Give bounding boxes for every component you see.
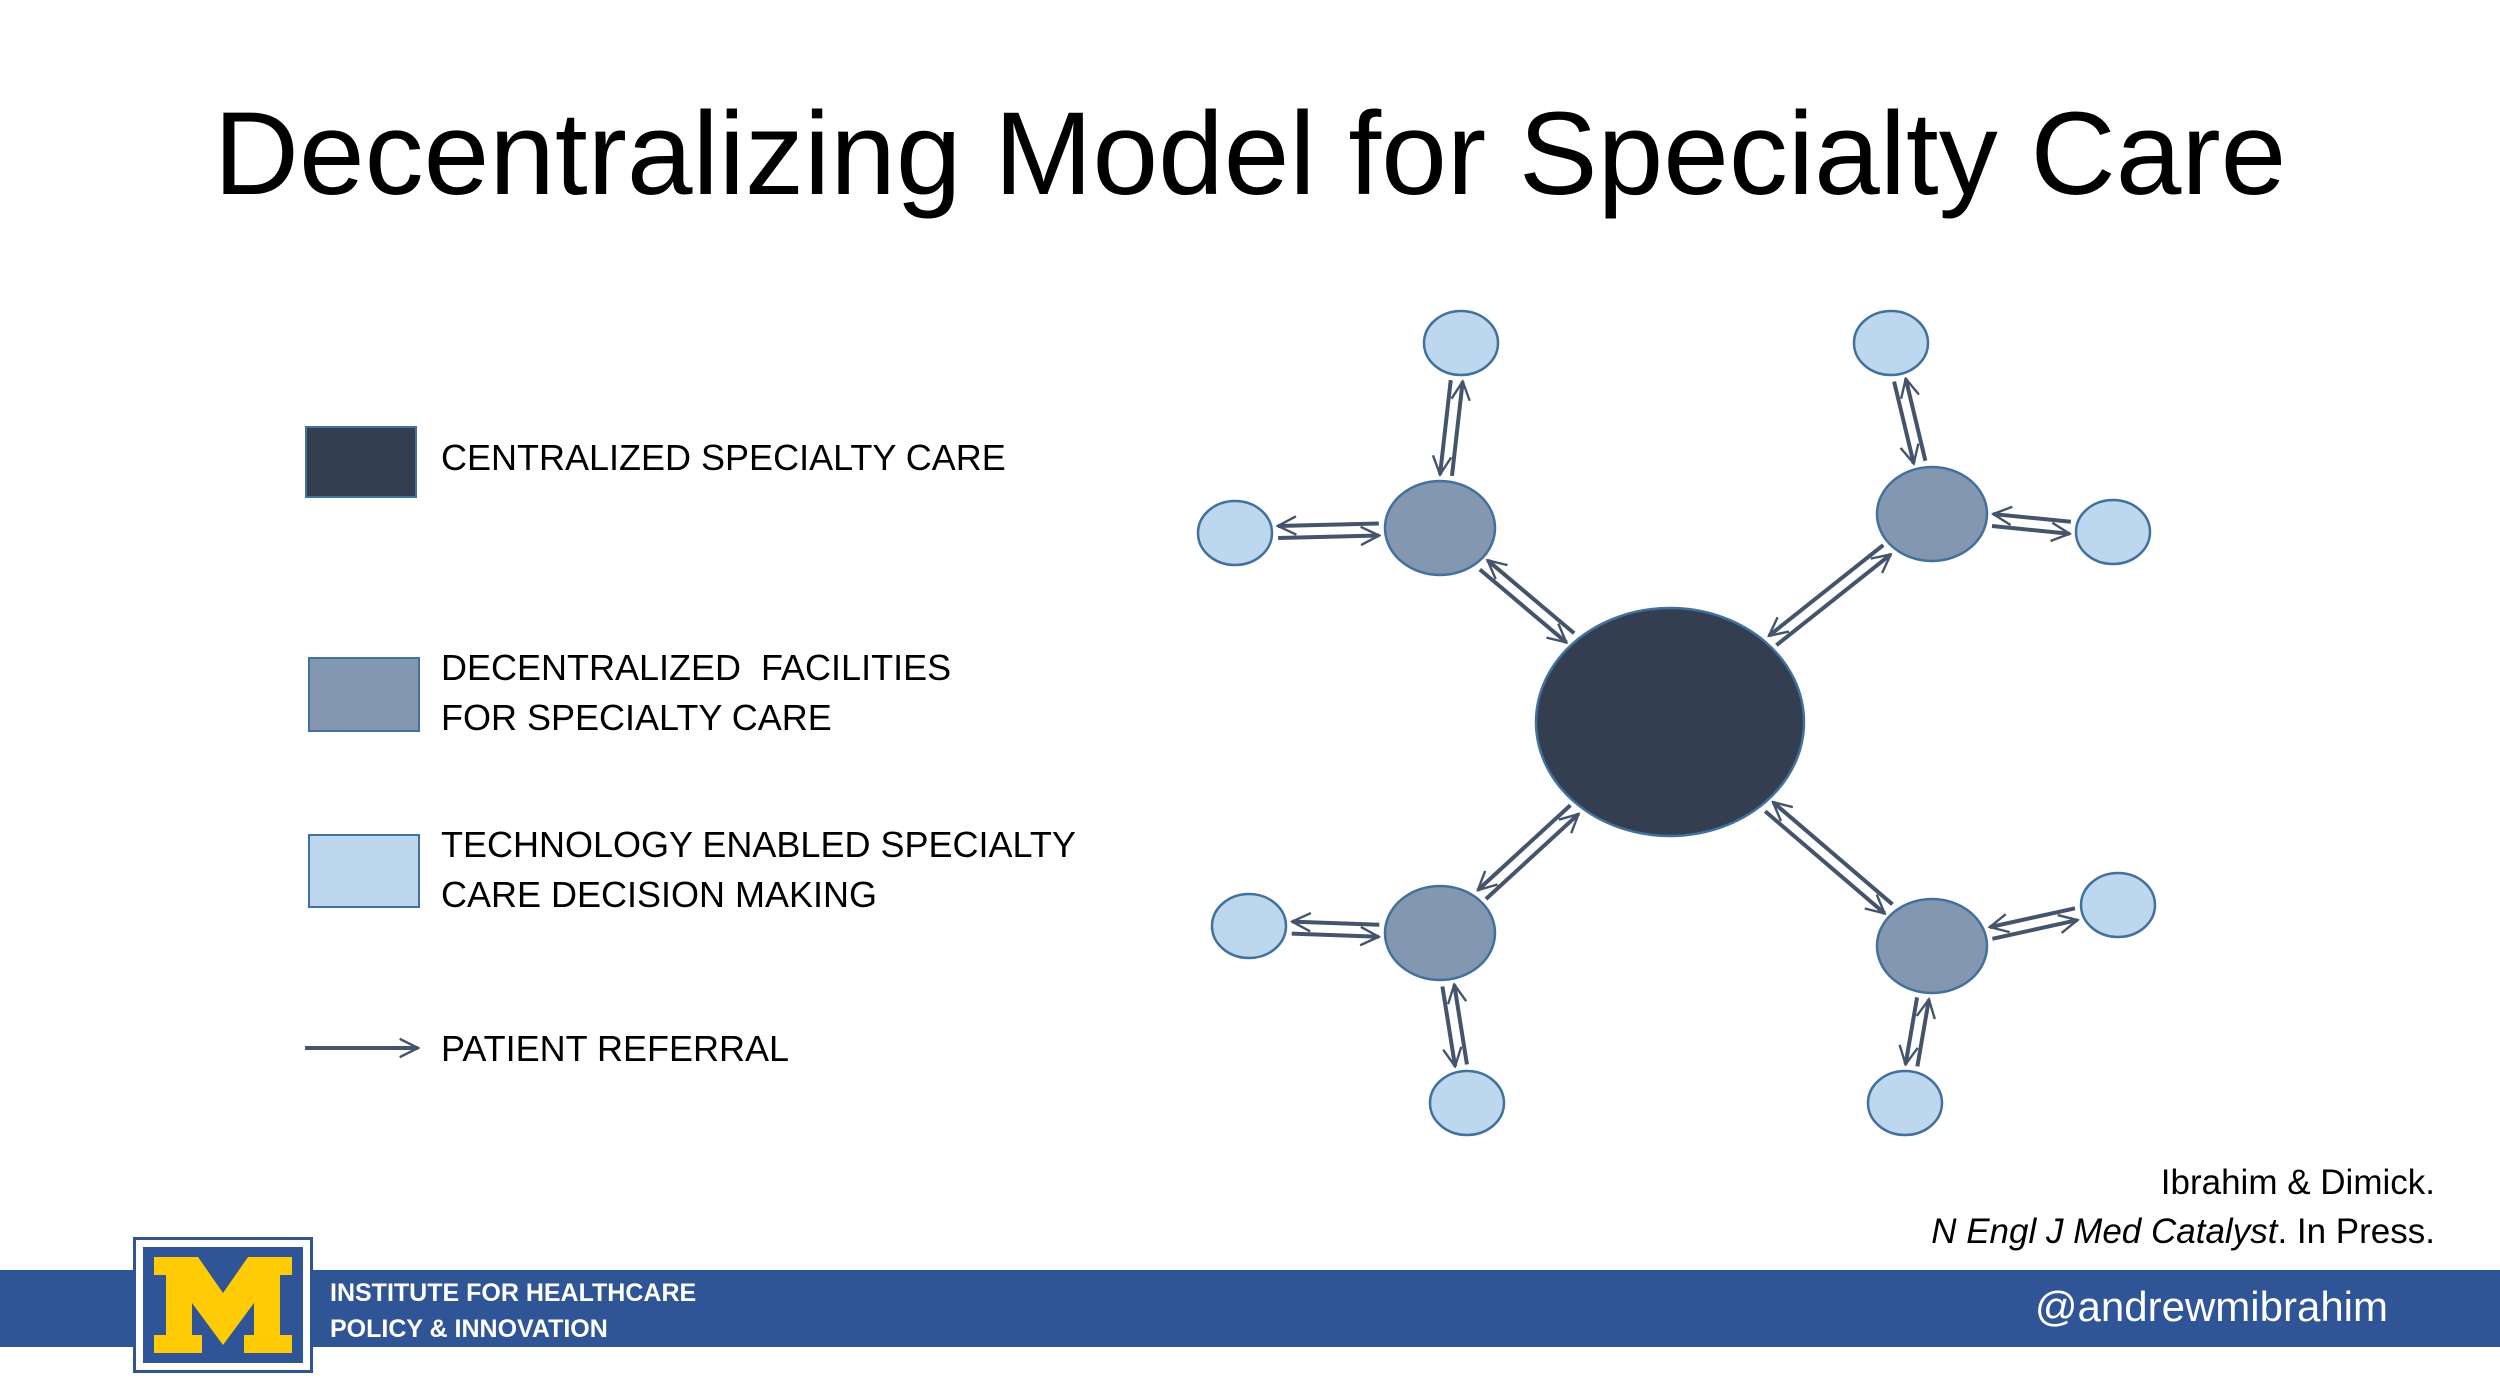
university-logo (133, 1237, 313, 1373)
referral-arrow (1478, 567, 1567, 642)
referral-arrow (1484, 814, 1579, 901)
footer-org: INSTITUTE FOR HEALTHCARE POLICY & INNOVA… (330, 1275, 696, 1347)
technology-node (2074, 498, 2152, 566)
technology-node (1196, 499, 1274, 567)
legend-label-decentralized: DECENTRALIZED FACILITIES FOR SPECIALTY C… (441, 643, 951, 743)
facility-node-lower-right (1875, 897, 1989, 995)
referral-arrow (1773, 802, 1894, 906)
legend-label-technology-line2: CARE DECISION MAKING (441, 874, 878, 915)
footer-org-line1: INSTITUTE FOR HEALTHCARE (330, 1279, 697, 1307)
referral-arrow (1488, 560, 1576, 635)
citation-authors: Ibrahim & Dimick. (2160, 1163, 2435, 1202)
technology-node (1852, 309, 1930, 377)
technology-node (1866, 1069, 1944, 1137)
referral-arrow (1278, 535, 1379, 537)
referral-arrow (1454, 985, 1469, 1065)
referral-arrow (1478, 803, 1572, 890)
referral-arrow (1892, 381, 1914, 464)
referral-arrow (1763, 809, 1884, 913)
citation-journal: N Engl J Med Catalyst. In Press. (1931, 1212, 2435, 1252)
referral-arrow (1292, 922, 1380, 925)
referral-arrow (1440, 379, 1453, 474)
legend-label-technology-line1: TECHNOLOGY ENABLED SPECIALTY (441, 824, 1076, 865)
legend-label-decentralized-line1: DECENTRALIZED FACILITIES (441, 647, 952, 688)
legend-label-centralized: CENTRALIZED SPECIALTY CARE (441, 433, 1006, 483)
legend-label-decentralized-line2: FOR SPECIALTY CARE (441, 697, 832, 738)
technology-node (1428, 1069, 1506, 1137)
referral-arrow (1991, 920, 2077, 941)
block-m-icon (154, 1257, 292, 1353)
referral-arrow (1449, 381, 1463, 477)
referral-arrow (1278, 523, 1379, 525)
technology-node (2079, 871, 2157, 939)
legend-label-referral: PATIENT REFERRAL (441, 1024, 789, 1074)
technology-node (1422, 309, 1500, 377)
facility-node-upper-left (1383, 479, 1497, 577)
referral-arrow (1906, 379, 1928, 462)
twitter-handle: @andrewmibrahim (2034, 1283, 2388, 1330)
logo-block-m-icon (143, 1247, 303, 1363)
footer-bar (0, 1270, 2500, 1347)
technology-node (1210, 892, 1288, 960)
facility-node-upper-right (1875, 465, 1989, 563)
referral-arrow (1991, 526, 2070, 534)
legend-swatch-technology (308, 834, 420, 908)
legend-swatch-decentralized (308, 657, 420, 732)
nodes (1196, 309, 2157, 1137)
central-specialty-care-node (1534, 606, 1806, 838)
referral-arrow (1906, 997, 1920, 1064)
referral-arrow (1291, 934, 1379, 937)
legend-swatch-centralized (305, 426, 417, 498)
legend-label-technology: TECHNOLOGY ENABLED SPECIALTY CARE DECISI… (441, 820, 1076, 920)
referral-arrow (1993, 514, 2072, 522)
referral-arrow (1915, 999, 1929, 1067)
legend-label-centralized-line1: CENTRALIZED SPECIALTY CARE (441, 437, 1006, 478)
referral-arrow (1440, 986, 1455, 1066)
page-title: Decentralizing Model for Specialty Care (213, 88, 2287, 220)
referral-arrow (1769, 543, 1885, 636)
legend-label-referral-line1: PATIENT REFERRAL (441, 1028, 790, 1069)
referral-arrow (1990, 906, 2076, 927)
referral-arrows (1278, 379, 2078, 1067)
referral-arrow (1775, 554, 1890, 647)
citation-journal-name: N Engl J Med Catalyst (1931, 1212, 2278, 1251)
facility-node-lower-left (1383, 884, 1497, 982)
citation-suffix: . In Press. (2277, 1212, 2435, 1251)
footer-org-line2: POLICY & INNOVATION (330, 1315, 608, 1343)
